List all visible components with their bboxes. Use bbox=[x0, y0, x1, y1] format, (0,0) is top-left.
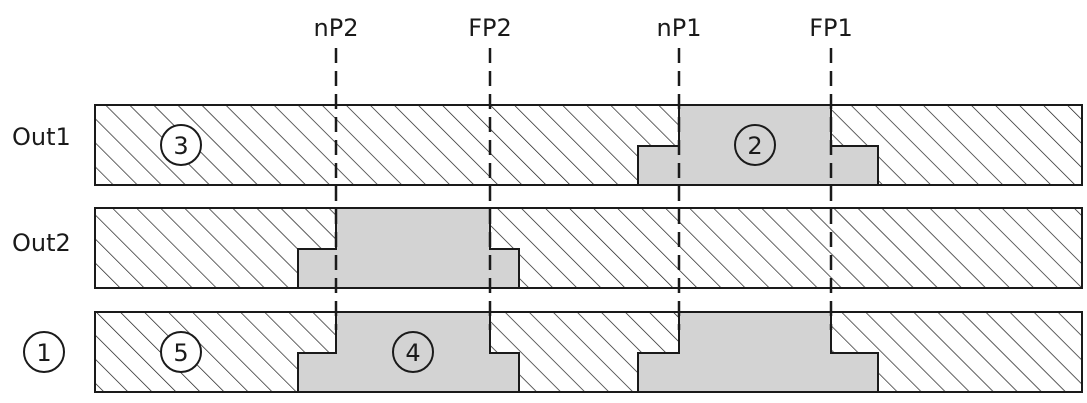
fp1-label: FP1 bbox=[809, 14, 853, 42]
svg-text:5: 5 bbox=[173, 339, 188, 367]
svg-text:2: 2 bbox=[747, 132, 762, 160]
out1-band bbox=[94, 104, 1083, 186]
marker-1: 1 bbox=[23, 331, 65, 373]
svg-text:1: 1 bbox=[36, 339, 51, 367]
svg-text:3: 3 bbox=[173, 132, 188, 160]
np2-label: nP2 bbox=[314, 14, 359, 42]
fp2-label: FP2 bbox=[468, 14, 512, 42]
marker-2: 2 bbox=[734, 124, 776, 166]
svg-text:4: 4 bbox=[405, 339, 420, 367]
out2-band bbox=[94, 207, 1083, 289]
marker-5: 5 bbox=[160, 331, 202, 373]
np1-label: nP1 bbox=[657, 14, 702, 42]
out2-label: Out2 bbox=[12, 229, 71, 257]
marker-3: 3 bbox=[160, 124, 202, 166]
out1-label: Out1 bbox=[12, 123, 71, 151]
row3-band bbox=[94, 311, 1083, 393]
marker-4: 4 bbox=[392, 331, 434, 373]
